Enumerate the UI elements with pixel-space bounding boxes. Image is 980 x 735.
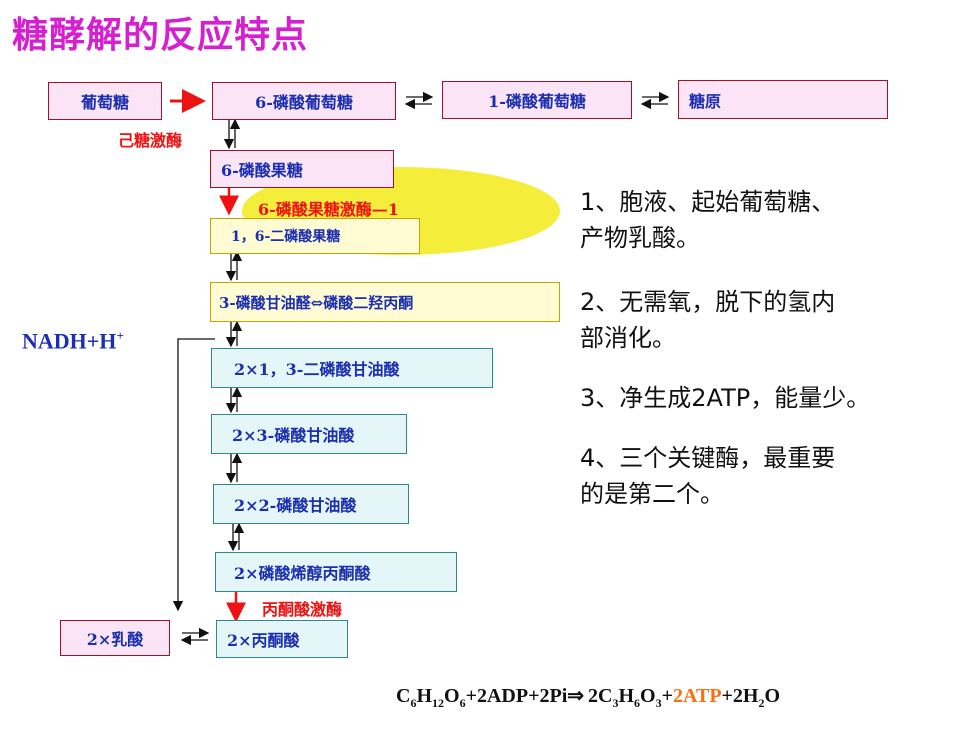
box-glucose: 葡萄糖	[48, 82, 162, 120]
arrow-f16bp-triose	[225, 250, 243, 282]
point-1: 1、胞液、起始葡萄糖、产物乳酸。	[580, 188, 836, 252]
box-f16bp: 1，6-二磷酸果糖	[210, 218, 420, 254]
enzyme-pyruvate-kinase: 丙酮酸激酶	[262, 600, 343, 619]
arrow-g6p-g1p	[404, 91, 434, 110]
arrow-pg2-pep	[227, 522, 245, 552]
arrow-bpg-pg3	[225, 386, 243, 414]
atp-highlight: 2ATP	[673, 685, 722, 707]
point-3: 3、净生成2ATP，能量少。	[580, 384, 871, 412]
nadh-label: NADH+H+	[22, 328, 124, 354]
box-pg3: 2×3-磷酸甘油酸	[211, 414, 407, 454]
point-2: 2、无需氧，脱下的氢内部消化。	[580, 288, 836, 352]
box-glycogen: 糖原	[678, 80, 888, 119]
box-pg2: 2×2-磷酸甘油酸	[213, 484, 409, 524]
arrow-g6p-f6p	[223, 118, 241, 150]
page-title: 糖酵解的反应特点	[12, 15, 309, 56]
enzyme-hexokinase: 己糖激酶	[118, 131, 183, 150]
arrow-triose-bpg	[225, 320, 243, 348]
box-pyruvate: 2×丙酮酸	[216, 620, 348, 658]
point-4: 4、三个关键酶，最重要的是第二个。	[580, 444, 836, 508]
box-g6p: 6-磷酸葡萄糖	[212, 82, 396, 120]
box-g1p: 1-磷酸葡萄糖	[442, 81, 632, 119]
box-bpg13: 2×1，3-二磷酸甘油酸	[211, 348, 493, 388]
nadh-transfer-line	[172, 338, 215, 612]
glycolysis-equation: C6H12O6+2ADP+2Pi⇒ 2C3H6O3+2ATP+2H2O	[396, 685, 781, 710]
box-pep: 2×磷酸烯醇丙酮酸	[215, 552, 457, 592]
enzyme-pfk1: 6-磷酸果糖激酶—1	[258, 200, 399, 219]
box-f6p: 6-磷酸果糖	[210, 150, 394, 188]
arrow-lactate-pyruvate	[180, 627, 210, 646]
box-triose: 3-磷酸甘油醛⇔磷酸二羟丙酮	[210, 282, 560, 322]
arrow-pg3-pg2	[225, 452, 243, 484]
arrow-g1p-glycogen	[640, 91, 670, 110]
box-lactate: 2×乳酸	[60, 620, 170, 656]
